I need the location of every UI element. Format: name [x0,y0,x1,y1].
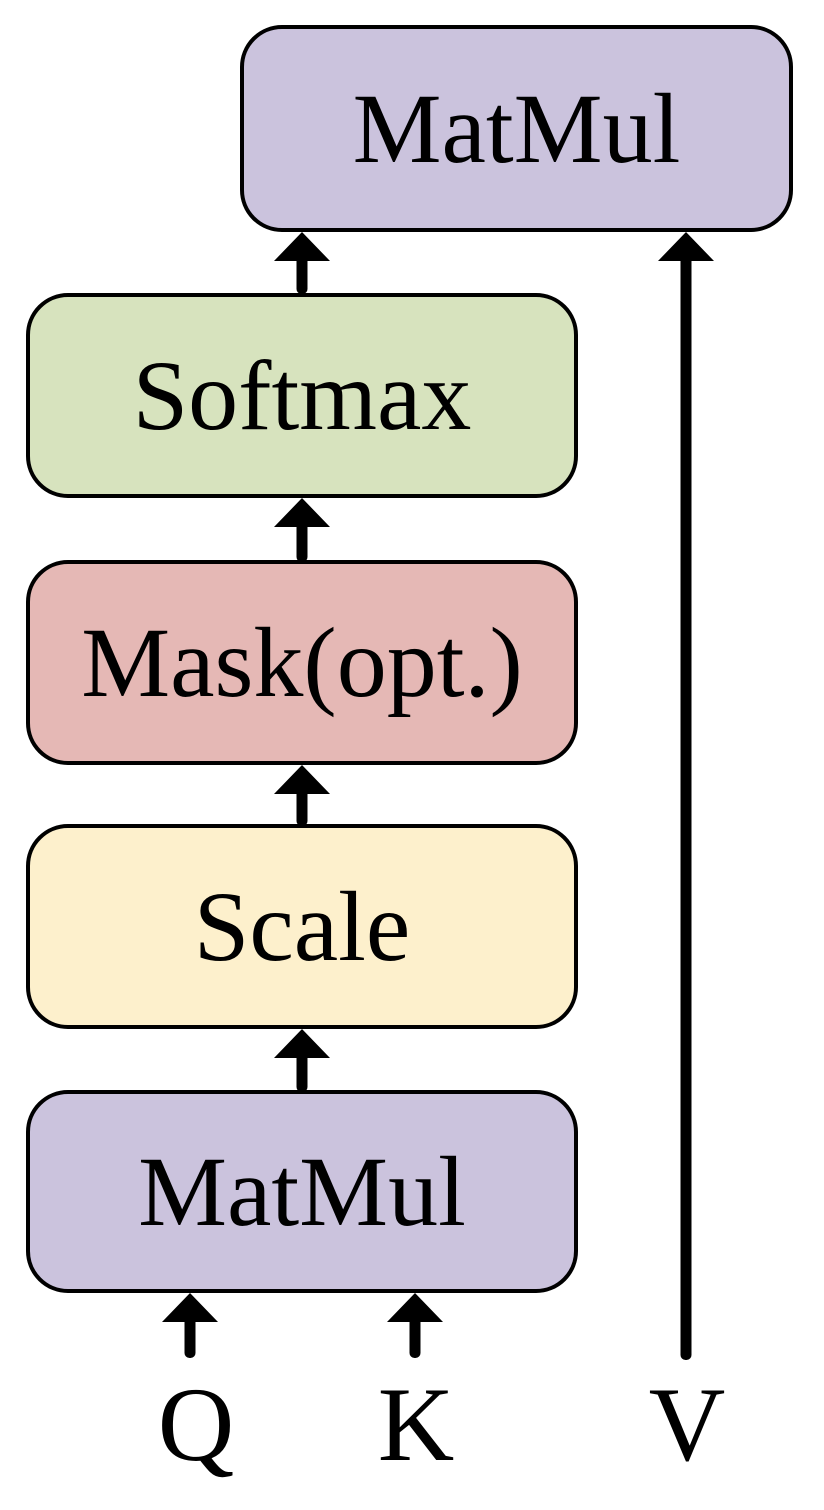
node-matmul-bottom-label: MatMul [138,1135,466,1247]
input-label-q: Q [157,1366,235,1483]
node-softmax-label: Softmax [132,339,472,451]
arrow-matmul-to-scale-icon [274,1029,330,1092]
arrow-softmax-to-matmul-icon [274,232,330,294]
node-scale: Scale [26,824,578,1029]
node-scale-label: Scale [193,870,411,982]
arrowhead-icon [387,1293,443,1322]
node-softmax: Softmax [26,293,578,498]
node-matmul-bottom: MatMul [26,1090,578,1293]
arrow-k-to-matmul-icon [387,1293,443,1358]
arrow-stem [409,1320,421,1358]
arrowhead-icon [162,1293,218,1322]
arrowhead-icon [274,232,330,261]
arrowhead-icon [658,232,714,261]
arrow-stem [296,1056,308,1092]
node-matmul-top: MatMul [240,25,793,232]
arrow-stem [296,259,308,294]
node-mask-opt: Mask(opt.) [26,560,578,765]
node-matmul-top-label: MatMul [352,72,681,184]
arrowhead-icon [274,765,330,794]
node-mask-opt-label: Mask(opt.) [81,606,523,718]
input-label-k: K [377,1366,455,1483]
arrow-mask-to-softmax-icon [274,498,330,562]
arrowhead-icon [274,498,330,527]
arrow-stem [184,1320,196,1358]
arrow-scale-to-mask-icon [274,765,330,826]
arrowhead-icon [274,1029,330,1058]
arrow-q-to-matmul-icon [162,1293,218,1358]
arrow-stem [296,792,308,826]
input-label-v: V [648,1366,726,1483]
arrow-stem [680,259,692,1360]
arrow-stem [296,525,308,562]
arrow-v-to-matmul-icon [658,232,714,1360]
